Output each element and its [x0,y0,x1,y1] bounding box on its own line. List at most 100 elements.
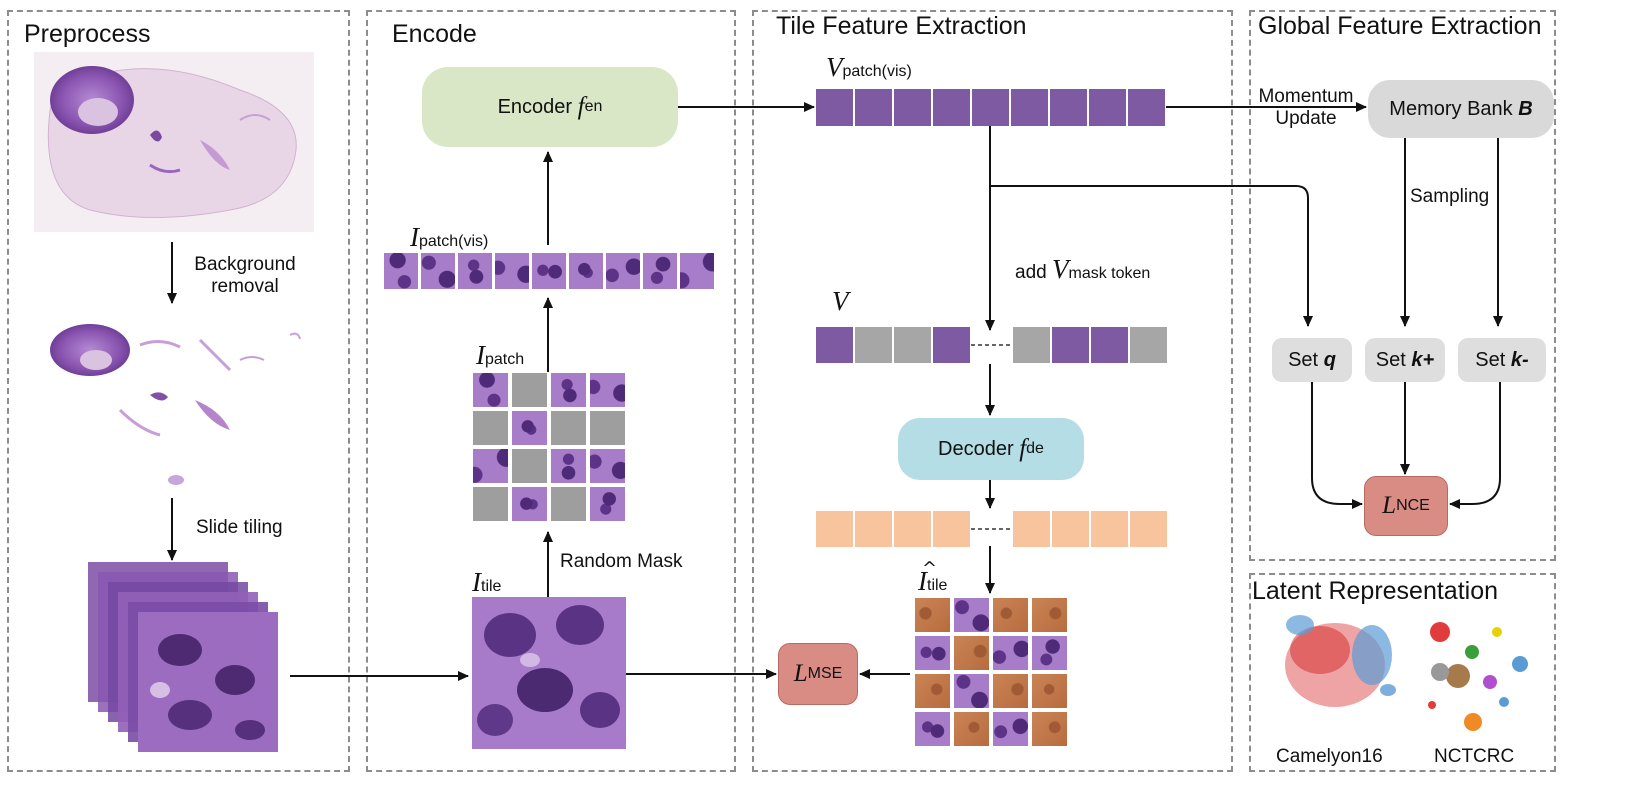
visible-patch [568,252,604,290]
visible-token [933,89,970,126]
visible-token [972,89,1009,126]
visible-token [1050,89,1087,126]
visible-token [816,89,853,126]
latent-representation-panel [1249,573,1556,772]
camelyon16-scatter [1285,615,1396,707]
visible-patch [511,410,548,446]
arrow-kminus-to-nce [1449,382,1501,509]
i-patch-label: Ipatch [476,340,525,370]
decoded-token [894,511,931,547]
encode-title: Encode [392,20,477,48]
mask-token [855,327,892,363]
reconstructed-patch [914,597,951,633]
decoded-token [1052,511,1089,547]
sampling-label: Sampling [1410,186,1490,207]
preprocess-title: Preprocess [24,20,151,48]
mask-token [1130,327,1167,363]
visible-patch [953,673,990,709]
visible-patch [642,252,678,290]
latent-representation-title: Latent Representation [1252,577,1499,605]
visible-patch [383,252,419,290]
random-mask-label: Random Mask [560,551,683,572]
decoded-token [855,511,892,547]
camelyon16-label: Camelyon16 [1276,746,1383,767]
reconstructed-patch [992,597,1029,633]
i-tile-hat-label: ^ Itile [918,558,948,596]
masked-patch [550,410,587,446]
masked-patch [511,372,548,408]
reconstructed-patch [992,673,1029,709]
v-label: V [832,286,849,316]
masked-patch [550,486,587,522]
nctcrc-label: NCTCRC [1434,746,1515,767]
visible-token [1091,327,1128,363]
reconstructed-patch [1031,597,1068,633]
reconstructed-patch [953,711,990,747]
visible-patch [589,486,626,522]
arrow-q-to-nce [1311,382,1363,509]
masked-patch [511,448,548,484]
reconstructed-patch [1031,673,1068,709]
masked-patch [472,486,509,522]
visible-patch [511,486,548,522]
preprocess-panel [7,10,350,772]
arrow-vpatch-to-setq [990,185,1313,327]
visible-patch [420,252,456,290]
memory-bank-box: Memory Bank B [1368,80,1554,138]
reconstructed-patch [953,635,990,671]
visible-patch [550,448,587,484]
set-q-box: Set q [1272,338,1352,382]
visible-patch [992,635,1029,671]
visible-patch [914,635,951,671]
global-feature-panel [1249,10,1556,561]
i-tile-label: Itile [472,567,502,597]
visible-patch [1031,635,1068,671]
visible-token [1011,89,1048,126]
nctcrc-scatter [1428,622,1528,731]
tile-stack [88,562,278,752]
set-k-minus-box: Set k- [1458,338,1546,382]
visible-patch [494,252,530,290]
visible-patch [550,372,587,408]
whole-slide-image [34,52,314,232]
masked-patch [472,410,509,446]
masked-patch [589,410,626,446]
visible-patch [589,372,626,408]
decoded-token [1091,511,1128,547]
visible-patch [953,597,990,633]
visible-token [1052,327,1089,363]
decoded-token [1130,511,1167,547]
background-removed-slide [50,324,301,485]
visible-patch [589,448,626,484]
reconstructed-patch [914,673,951,709]
slide-tiling-label: Slide tiling [196,517,283,538]
tile-feature-panel [752,10,1233,772]
visible-patch [472,448,509,484]
decoded-token [933,511,970,547]
visible-patch [605,252,641,290]
mask-token [894,327,931,363]
visible-patch [992,711,1029,747]
mask-token [1013,327,1050,363]
reconstructed-patch [1031,711,1068,747]
global-feature-title: Global Feature Extraction [1258,12,1542,40]
visible-patch [472,372,509,408]
visible-patch [679,252,715,290]
visible-token [816,327,853,363]
tile-feature-title: Tile Feature Extraction [776,12,1027,40]
visible-patch [914,711,951,747]
add-mask-token-label: add Vmask token [1015,254,1151,284]
visible-patch [531,252,567,290]
visible-token [855,89,892,126]
visible-token [1128,89,1165,126]
encode-panel [366,10,736,772]
i-patch-vis-label: Ipatch(vis) [410,222,489,252]
decoded-token [1013,511,1050,547]
tile-image [472,597,626,749]
